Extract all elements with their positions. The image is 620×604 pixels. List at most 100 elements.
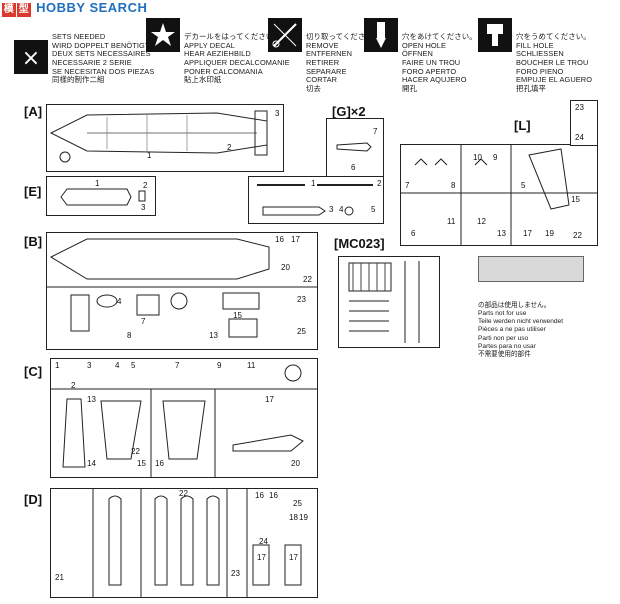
sprue-d-num: 17: [257, 553, 266, 562]
sprue-g-num: 4: [339, 205, 344, 214]
sprue-c-num: 11: [247, 361, 256, 370]
sprue-b-drawing: [47, 238, 317, 338]
sprue-a-num: 3: [275, 109, 280, 118]
sprue-l-num: 5: [521, 181, 526, 190]
sprue-d-num: 21: [55, 573, 64, 582]
sprue-c-num: 3: [87, 361, 92, 370]
sprue-g-num: 6: [351, 163, 356, 172]
sprue-c-num: 4: [115, 361, 120, 370]
sprue-d-num: 16: [255, 491, 264, 500]
sprue-l-num: 23: [575, 103, 584, 112]
sprue-c-frame: 1 2 3 4 5 7 9 11 13 14 15 16 17 20 22: [50, 358, 318, 478]
sprue-mc023-drawing: [348, 261, 420, 343]
sprue-l-num: 9: [493, 153, 498, 162]
sprue-l-num: 11: [447, 217, 456, 226]
sprue-e-num: 2: [143, 181, 148, 190]
sprue-b-num: 23: [297, 295, 306, 304]
sprue-d-num: 23: [231, 569, 240, 578]
not-for-use-swatch: [478, 256, 584, 282]
sprue-a-num: 1: [147, 151, 152, 160]
sprue-l-num: 10: [473, 153, 482, 162]
sprue-l-num: 6: [411, 229, 416, 238]
sprue-c-num: 16: [155, 459, 164, 468]
sprue-d-label: [D]: [24, 492, 43, 507]
sprue-l-num: 15: [571, 195, 580, 204]
sprue-c-num: 14: [87, 459, 96, 468]
sprue-b-num: 22: [303, 275, 312, 284]
sprue-l-num: 13: [497, 229, 506, 238]
sprue-mc023-frame: [338, 256, 440, 348]
sprue-c-num: 13: [87, 395, 96, 404]
sprue-d-num: 17: [289, 553, 298, 562]
sprue-d-num: 16: [269, 491, 278, 500]
sprue-b-num: 8: [127, 331, 132, 340]
sprue-b-frame: 16 17 20 22 4 7 15 23 25 8 13: [46, 232, 318, 350]
sprue-c-num: 15: [137, 459, 146, 468]
sprue-l-label: [L]: [514, 118, 531, 133]
sprue-g-frame-bottom: 1 2 3 4 5: [248, 176, 384, 224]
sprue-d-num: 22: [179, 489, 188, 498]
watermark-logo: 模型 HOBBY SEARCH: [2, 0, 147, 17]
sprue-d-frame: 21 22 23 16 16 25 18 19 24 17 17: [50, 488, 318, 598]
sprue-e-num: 1: [95, 179, 100, 188]
sprue-l-side: 23 24: [570, 100, 598, 146]
sprue-d-num: 25: [293, 499, 302, 508]
sprue-e-num: 3: [141, 203, 146, 212]
watermark-chinese-1: 模: [2, 3, 16, 17]
sprue-b-num: 20: [281, 263, 290, 272]
sprue-a-num: 2: [227, 143, 232, 152]
sprue-g-drawing-bottom: [257, 184, 373, 216]
watermark-english: HOBBY SEARCH: [36, 0, 148, 15]
sprue-a-frame: 3 1 2: [46, 104, 284, 172]
sprue-b-num: 4: [117, 297, 122, 306]
sprue-d-num: 24: [259, 537, 268, 546]
sprue-c-num: 2: [71, 381, 76, 390]
sprue-e-label: [E]: [24, 184, 42, 199]
sprue-a-drawing: [49, 110, 268, 163]
sprue-l-drawing: [401, 145, 597, 245]
sprue-l-num: 19: [545, 229, 554, 238]
svg-text:×: ×: [22, 46, 40, 71]
sprue-b-num: 13: [209, 331, 218, 340]
sprue-b-num: 15: [233, 311, 242, 320]
sprue-c-label: [C]: [24, 364, 43, 379]
sprue-c-drawing: [51, 364, 317, 477]
sprue-l-num: 7: [405, 181, 410, 190]
sprue-g-num: 3: [329, 205, 334, 214]
drill-icon: [364, 18, 398, 52]
sprue-g-num: 5: [371, 205, 376, 214]
sprue-c-num: 9: [217, 361, 222, 370]
sprue-g-frame-top: 7 6: [326, 118, 384, 178]
sprue-g-num: 7: [373, 127, 378, 136]
sprue-c-num: 20: [291, 459, 300, 468]
sprue-g-num: 2: [377, 179, 382, 188]
sprue-e-frame: 1 2 3: [46, 176, 156, 216]
sprue-b-num: 25: [297, 327, 306, 336]
sprue-c-num: 7: [175, 361, 180, 370]
sprue-e-drawing: [60, 188, 146, 206]
sprue-c-num: 5: [131, 361, 136, 370]
sprue-l-num: 22: [573, 231, 582, 240]
sprue-b-num: 17: [291, 235, 300, 244]
sprue-b-num: 7: [141, 317, 146, 326]
watermark-chinese-2: 型: [17, 3, 31, 17]
x-mark-icon: ×: [14, 40, 48, 74]
star-icon: [146, 18, 180, 52]
sprue-c-num: 1: [55, 361, 60, 370]
fill-icon: [478, 18, 512, 52]
sprue-d-num: 18: [289, 513, 298, 522]
sprue-l-num: 8: [451, 181, 456, 190]
sprue-d-drawing: [92, 489, 302, 597]
sprue-mc023-label: [MC023]: [334, 236, 385, 251]
sprue-d-num: 19: [299, 513, 308, 522]
